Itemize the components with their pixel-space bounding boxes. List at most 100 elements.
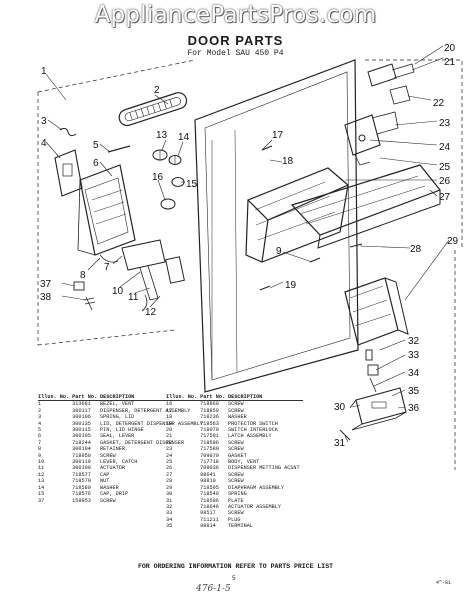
part-no-cell: 718070 — [200, 427, 219, 434]
illus-no-cell: 33 — [166, 510, 173, 517]
callout-26: 26 — [439, 176, 451, 187]
actuator-assembly — [365, 349, 379, 393]
callout-12: 12 — [145, 307, 157, 318]
part-no-cell: 98641 — [200, 471, 216, 478]
description-cell: CAP, DRIP — [100, 491, 129, 498]
description-cell: SCREW — [228, 401, 244, 408]
door-inner-frame — [204, 71, 351, 381]
description-cell: SCREW — [228, 478, 244, 485]
description-cell: ACTUATOR ASSEMBLY — [228, 503, 281, 510]
illus-no-cell: 12 — [38, 471, 45, 478]
callout-24: 24 — [439, 142, 451, 153]
description-cell: SCREW — [228, 471, 244, 478]
callout-15: 15 — [186, 179, 198, 190]
col-part-no: Part No. — [72, 394, 98, 400]
part-no-cell: 718244 — [72, 439, 91, 446]
part-no-cell: 718236 — [200, 414, 219, 421]
part-no-cell: 300119 — [72, 459, 91, 466]
part-no-cell: 300104 — [72, 446, 91, 453]
right-group-bracket — [365, 59, 463, 470]
hinge-pin — [107, 145, 131, 153]
col-part-no: Part No. — [200, 394, 226, 400]
illus-no-cell: 32 — [166, 503, 173, 510]
illus-no-cell: 3 — [38, 414, 42, 421]
page-subtitle: For Model SAU 450 P4 — [187, 49, 284, 58]
description-cell: BEZEL, VENT — [100, 401, 135, 408]
part-no-cell: 718860 — [200, 401, 219, 408]
callout-30: 30 — [334, 402, 346, 413]
illus-no-cell: 6 — [38, 433, 42, 440]
description-cell: LID, DETERGENT DISPENSER ASSEMBLY — [100, 420, 203, 427]
part-no-cell: 718563 — [200, 420, 219, 427]
description-cell: GASKET, DETERGENT DISPENSER — [100, 439, 185, 446]
callout-22: 22 — [433, 98, 445, 109]
catch-lever-assembly — [99, 239, 185, 312]
illus-no-cell: 11 — [38, 465, 45, 472]
col-illus-no: Illus. No. — [38, 394, 70, 400]
description-cell: GASKET — [228, 452, 247, 459]
detergent-dispenser — [77, 164, 136, 256]
illus-no-cell: 4 — [38, 420, 42, 427]
illus-no-cell: 35 — [166, 523, 173, 530]
callout-14: 14 — [178, 132, 190, 143]
table-header-row: Illus. No. Part No. DESCRIPTION — [38, 394, 206, 401]
callout-10: 10 — [112, 286, 124, 297]
table-header-row: Illus. No. Part No. DESCRIPTION — [166, 394, 303, 401]
table-row: 9 718950 SCREW — [38, 453, 206, 459]
callout-1: 1 — [41, 66, 47, 77]
part-no-cell: 718595 — [200, 484, 219, 491]
description-cell: SCREW — [100, 452, 116, 459]
callout-35: 35 — [408, 386, 420, 397]
part-no-cell: 717718 — [200, 459, 219, 466]
illus-no-cell: 8 — [38, 446, 42, 453]
illus-no-cell: 1 — [38, 401, 42, 408]
vent-bezel — [118, 92, 188, 127]
vent-body-housing — [245, 167, 350, 263]
callout-21: 21 — [444, 57, 456, 68]
callout-19: 19 — [285, 280, 297, 291]
latch-assembly — [344, 111, 399, 166]
part-no-cell: 718950 — [200, 407, 219, 414]
callout-17: 17 — [272, 130, 284, 141]
callout-23: 23 — [439, 118, 451, 129]
left-group-bracket — [37, 59, 196, 346]
dispenser-mounting-ascnt — [290, 164, 441, 249]
description-cell: SEAL, LEVER — [100, 433, 135, 440]
handwritten-code: 476-1-5 — [196, 584, 231, 594]
page-title: DOOR PARTS — [187, 33, 284, 48]
part-no-cell: 98517 — [200, 510, 216, 517]
page-number: 5 — [232, 575, 236, 582]
illus-no-cell: 9 — [38, 452, 42, 459]
screw-28 — [349, 243, 363, 248]
description-cell: PLUG — [228, 516, 241, 523]
part-no-cell: 718950 — [72, 452, 91, 459]
description-cell: BODY, VENT — [228, 459, 260, 466]
callout-36: 36 — [408, 403, 420, 414]
part-no-cell: 300115 — [72, 427, 91, 434]
callout-34: 34 — [408, 368, 420, 379]
col-description: DESCRIPTION — [228, 394, 263, 400]
illus-no-cell: 20 — [166, 427, 173, 434]
callout-37: 37 — [40, 279, 52, 290]
part-no-cell: 717591 — [200, 433, 219, 440]
illus-no-cell: 24 — [166, 452, 173, 459]
door-frame — [194, 59, 359, 393]
illus-no-cell: 19 — [166, 420, 173, 427]
